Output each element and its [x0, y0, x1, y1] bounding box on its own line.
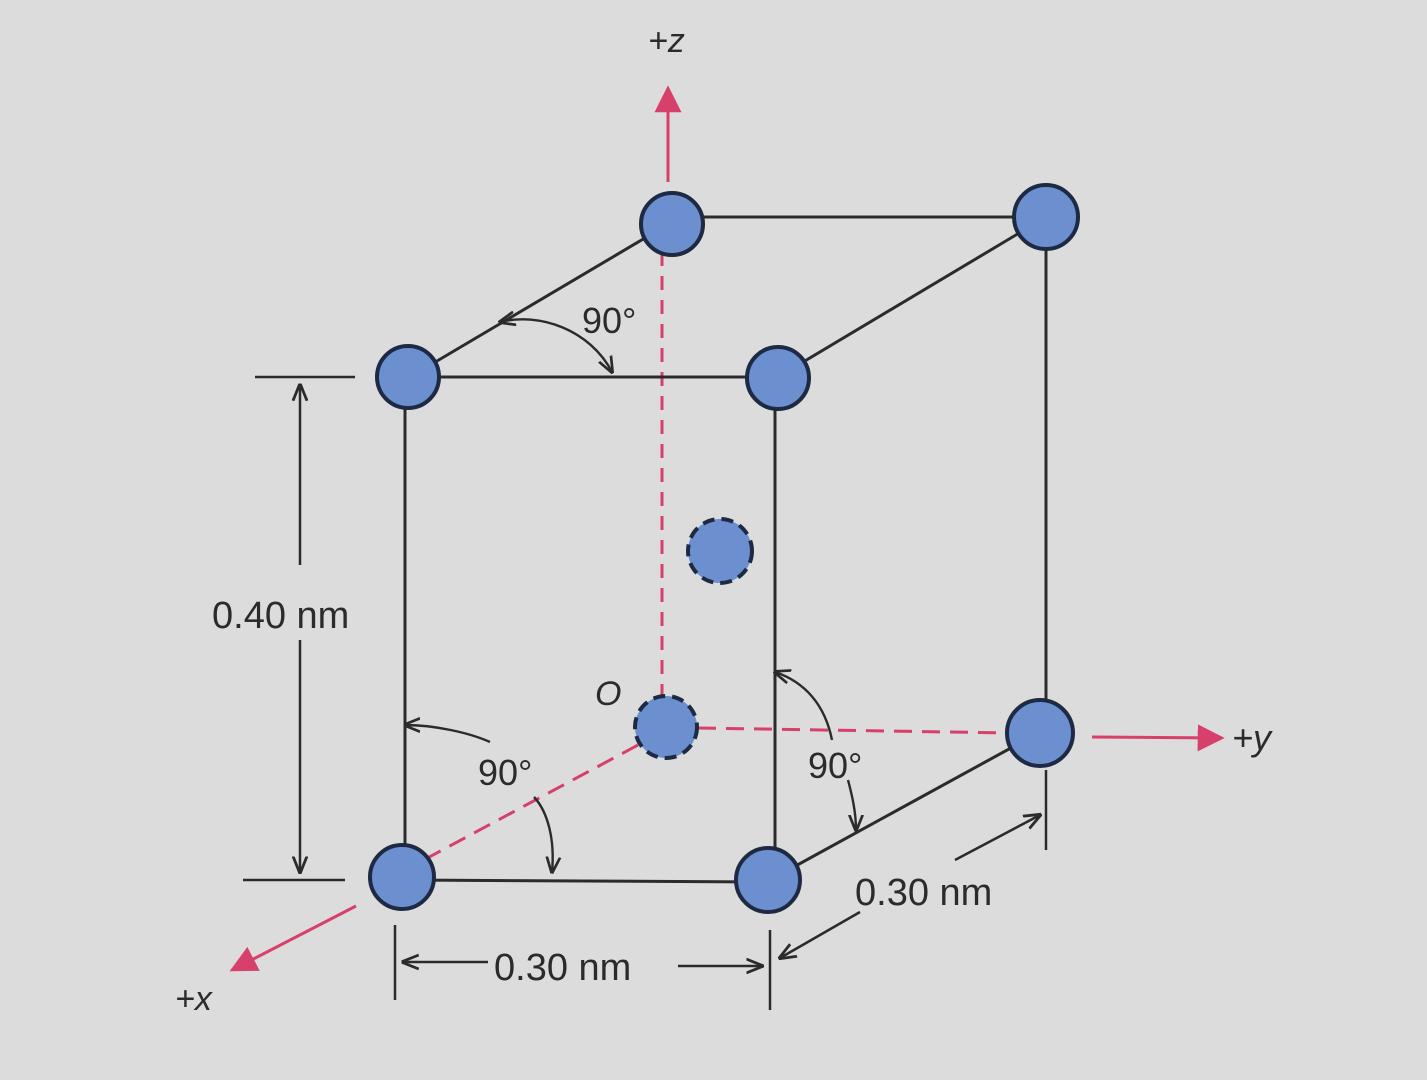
x-axis-arrow: [229, 904, 357, 972]
angle-arc-top: [500, 319, 612, 372]
angle-arc-left-lower: [533, 796, 553, 872]
width-dimension-label: 0.30 nm: [494, 947, 631, 989]
atoms: [368, 183, 1080, 914]
edge-top-right: [777, 215, 1047, 379]
angle-label-right: 90°: [808, 745, 862, 786]
angle-label-left: 90°: [478, 752, 532, 793]
atom-top-front-left: [375, 344, 441, 410]
cell-edges: [403, 215, 1048, 884]
edge-bottom-right: [769, 730, 1041, 882]
atom-top-front-right: [745, 345, 811, 411]
height-dimension: [243, 375, 355, 882]
depth-dimension-label: 0.30 nm: [855, 872, 992, 914]
y-axis-dashed: [697, 726, 1013, 735]
angle-arc-right-lower: [846, 779, 856, 830]
origin-label: O: [595, 675, 621, 713]
x-axis-label: +x: [175, 980, 213, 1018]
x-axis-dashed: [404, 743, 639, 872]
angle-arc-left: [405, 725, 491, 744]
atom-bottom-back-right: [1005, 698, 1075, 768]
atom-bottom-front-right: [734, 846, 802, 914]
z-axis-label: +z: [648, 22, 685, 60]
width-dimension: [393, 925, 772, 1010]
angle-label-top: 90°: [582, 300, 636, 341]
atom-top-back-left: [639, 191, 705, 257]
edge-bottom-front: [404, 878, 771, 884]
depth-dimension: [780, 770, 1048, 958]
angle-arc-right: [775, 672, 834, 741]
y-axis-label: +y: [1232, 717, 1273, 758]
atom-origin-hidden: [633, 694, 699, 760]
atom-bottom-front-left: [368, 843, 436, 911]
height-dimension-label: 0.40 nm: [212, 595, 349, 637]
y-axis-arrow: [1091, 724, 1225, 752]
angle-arcs: [405, 319, 856, 872]
atom-top-back-right: [1012, 183, 1080, 251]
edge-top-left: [409, 220, 673, 379]
atom-body-center-hidden: [686, 517, 754, 585]
